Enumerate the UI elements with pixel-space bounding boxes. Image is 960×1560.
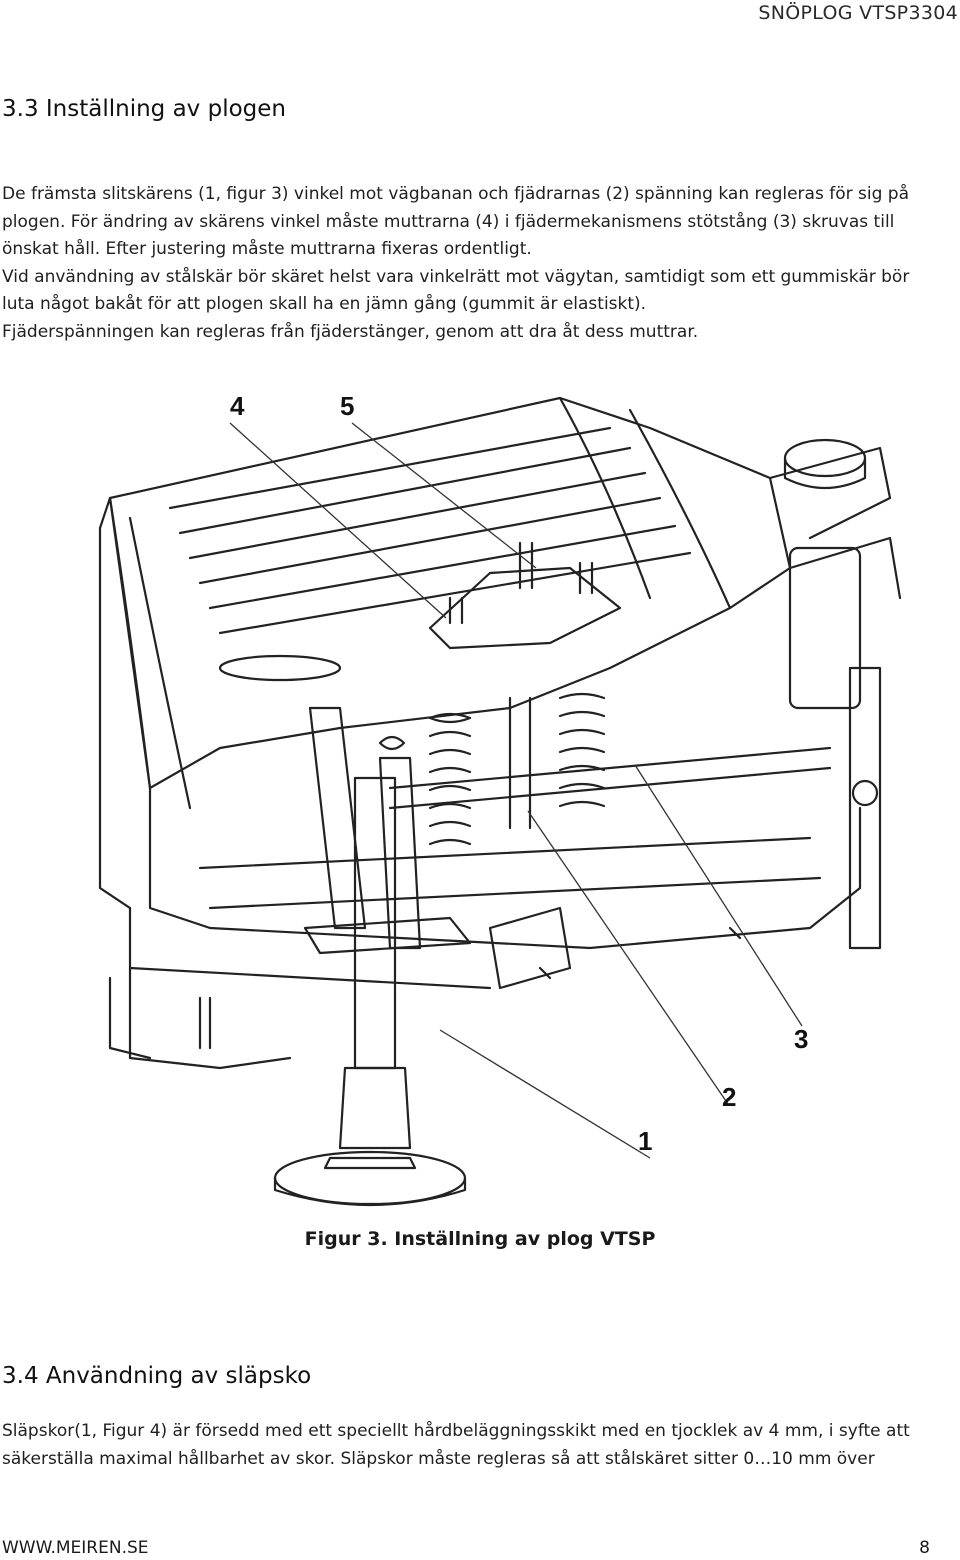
body-line: plogen. För ändring av skärens vinkel må…: [2, 211, 895, 232]
section-3-4-body: Släpskor(1, Figur 4) är försedd med ett …: [2, 1418, 960, 1473]
section-3-3-title: 3.3 Inställning av plogen: [2, 96, 286, 122]
footer-page-number: 8: [919, 1538, 930, 1558]
footer-website: WWW.MEIREN.SE: [2, 1538, 149, 1558]
body-line: säkerställa maximal hållbarhet av skor. …: [2, 1448, 875, 1469]
body-line: Släpskor(1, Figur 4) är försedd med ett …: [2, 1421, 910, 1441]
figure-caption: Figur 3. Inställning av plog VTSP: [0, 1228, 960, 1250]
callout-5: 5: [340, 391, 354, 421]
body-line: Fjäderspänningen kan regleras från fjäde…: [2, 321, 699, 342]
plow-drawing-icon: 4 5 3 2 1: [98, 391, 902, 1207]
section-3-3-body: De främsta slitskärens (1, figur 3) vink…: [2, 181, 960, 347]
callout-4: 4: [230, 391, 245, 421]
callout-3: 3: [794, 1024, 808, 1054]
body-line: önskat håll. Efter justering måste muttr…: [2, 239, 532, 260]
figure-caption-text: Figur 3. Inställning av plog VTSP: [304, 1228, 656, 1250]
callout-1: 1: [638, 1126, 652, 1156]
body-line: Vid användning av stålskär bör skäret he…: [2, 266, 910, 287]
callout-2: 2: [722, 1082, 736, 1112]
section-3-4-title: 3.4 Användning av släpsko: [2, 1363, 312, 1389]
body-line: luta något bakåt för att plogen skall ha…: [2, 294, 647, 315]
body-line: De främsta slitskärens (1, figur 3) vink…: [2, 184, 909, 204]
document-header-title: SNÖPLOG VTSP3304: [758, 2, 958, 24]
plow-adjustment-figure: 4 5 3 2 1: [90, 368, 960, 1268]
